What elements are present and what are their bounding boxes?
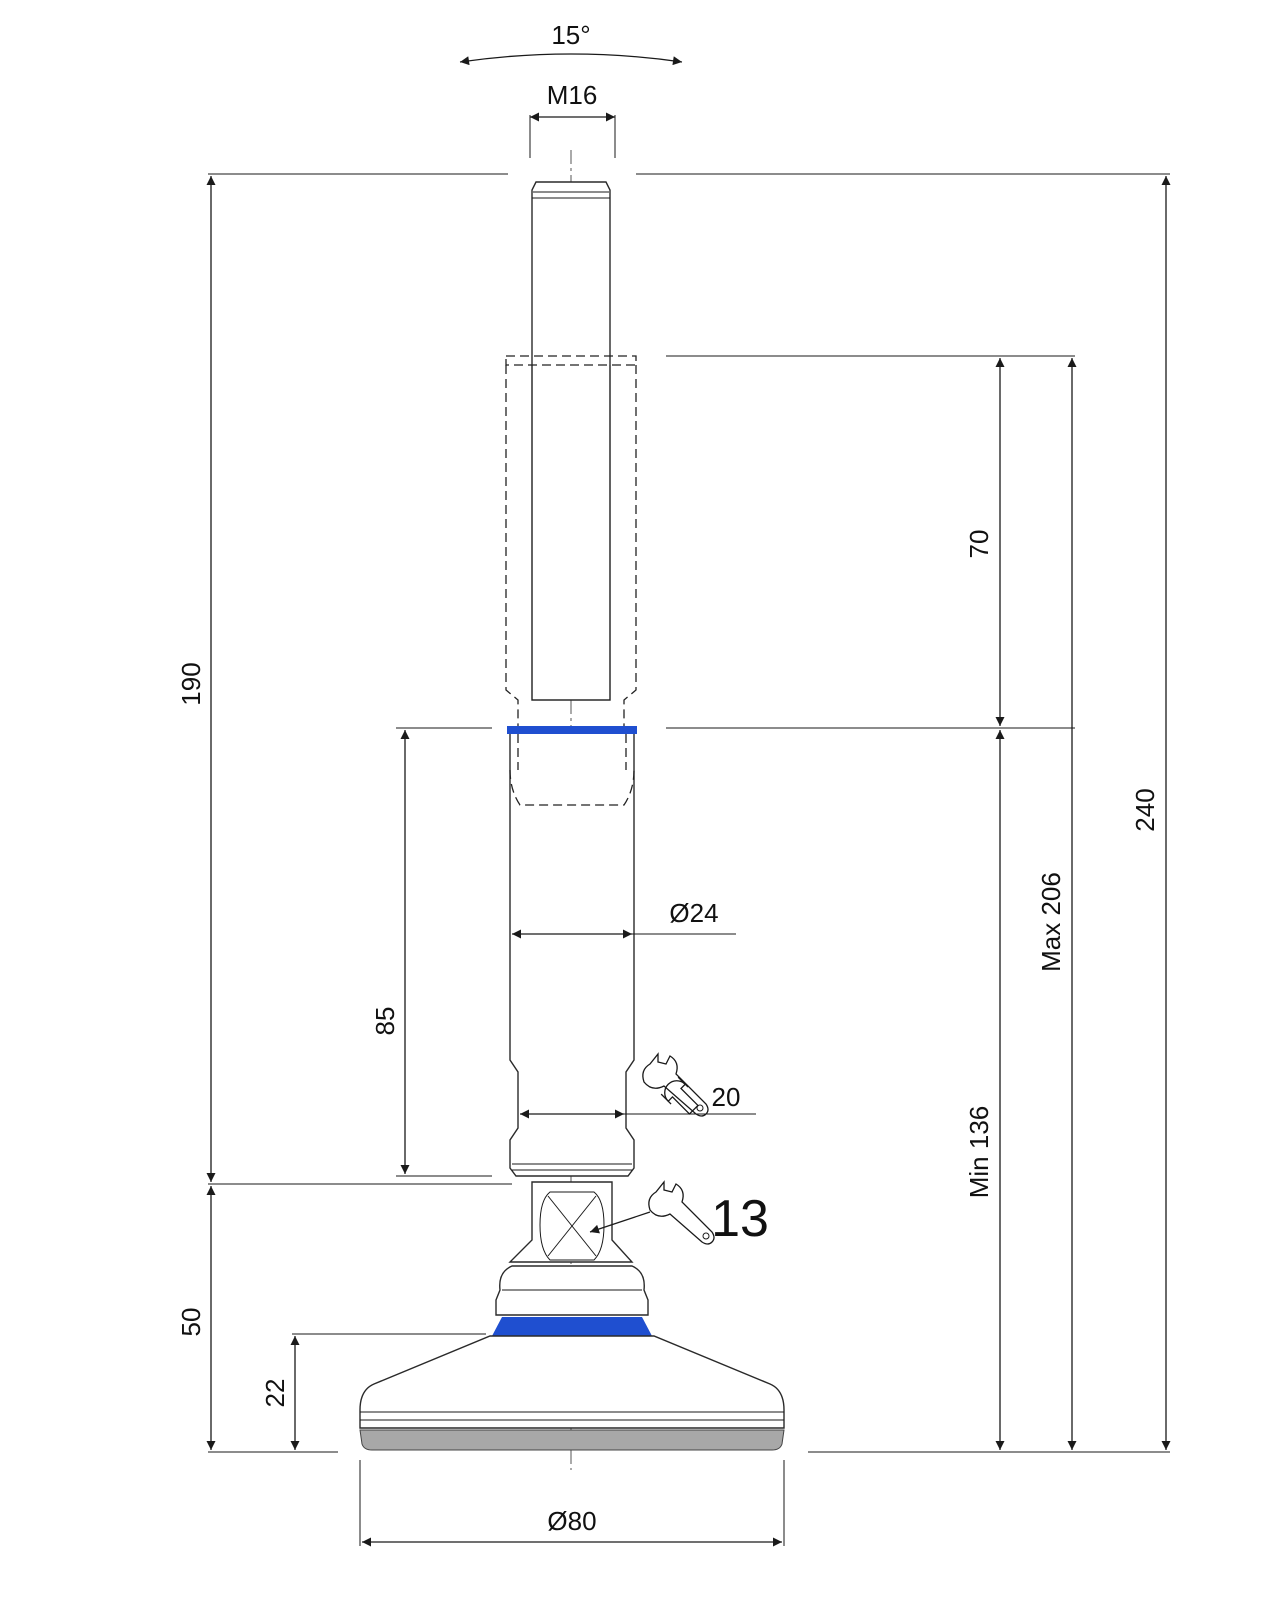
threaded-rod	[531, 181, 611, 701]
dim-max-label: Max 206	[1036, 872, 1066, 972]
spindle-body	[509, 727, 635, 1177]
dim-70-label: 70	[964, 530, 994, 559]
dim-wrench20-label: 20	[712, 1082, 741, 1112]
dim-240-label: 240	[1130, 788, 1160, 831]
wrench-icon	[660, 1076, 699, 1115]
seal-ring-upper	[507, 726, 637, 734]
hex-neck	[508, 1181, 634, 1263]
dim-wrench13-leader	[589, 1211, 651, 1234]
dim-50-label: 50	[176, 1308, 206, 1337]
dim-190-label: 190	[176, 662, 206, 705]
dim-min-label: Min 136	[964, 1106, 994, 1199]
dim-dia24-label: Ø24	[669, 898, 718, 928]
dimension-lines	[206, 53, 1171, 1547]
wrench-icon	[642, 1052, 709, 1117]
seal-ring-lower	[492, 1317, 652, 1336]
foot-plate	[359, 1335, 785, 1429]
dim-angle-arc	[459, 53, 683, 66]
dim-angle-label: 15°	[551, 20, 590, 50]
dim-85-label: 85	[370, 1007, 400, 1036]
extension-lines	[208, 115, 1170, 1546]
ball-housing	[495, 1265, 649, 1316]
max-position-outline	[505, 355, 637, 728]
dim-22-label: 22	[260, 1379, 290, 1408]
rubber-pad	[359, 1429, 785, 1451]
dim-dia80-label: Ø80	[547, 1506, 596, 1536]
dim-wrench13-label: 13	[711, 1190, 769, 1248]
dim-thread-label: M16	[547, 80, 598, 110]
wrench-icon	[648, 1180, 715, 1245]
